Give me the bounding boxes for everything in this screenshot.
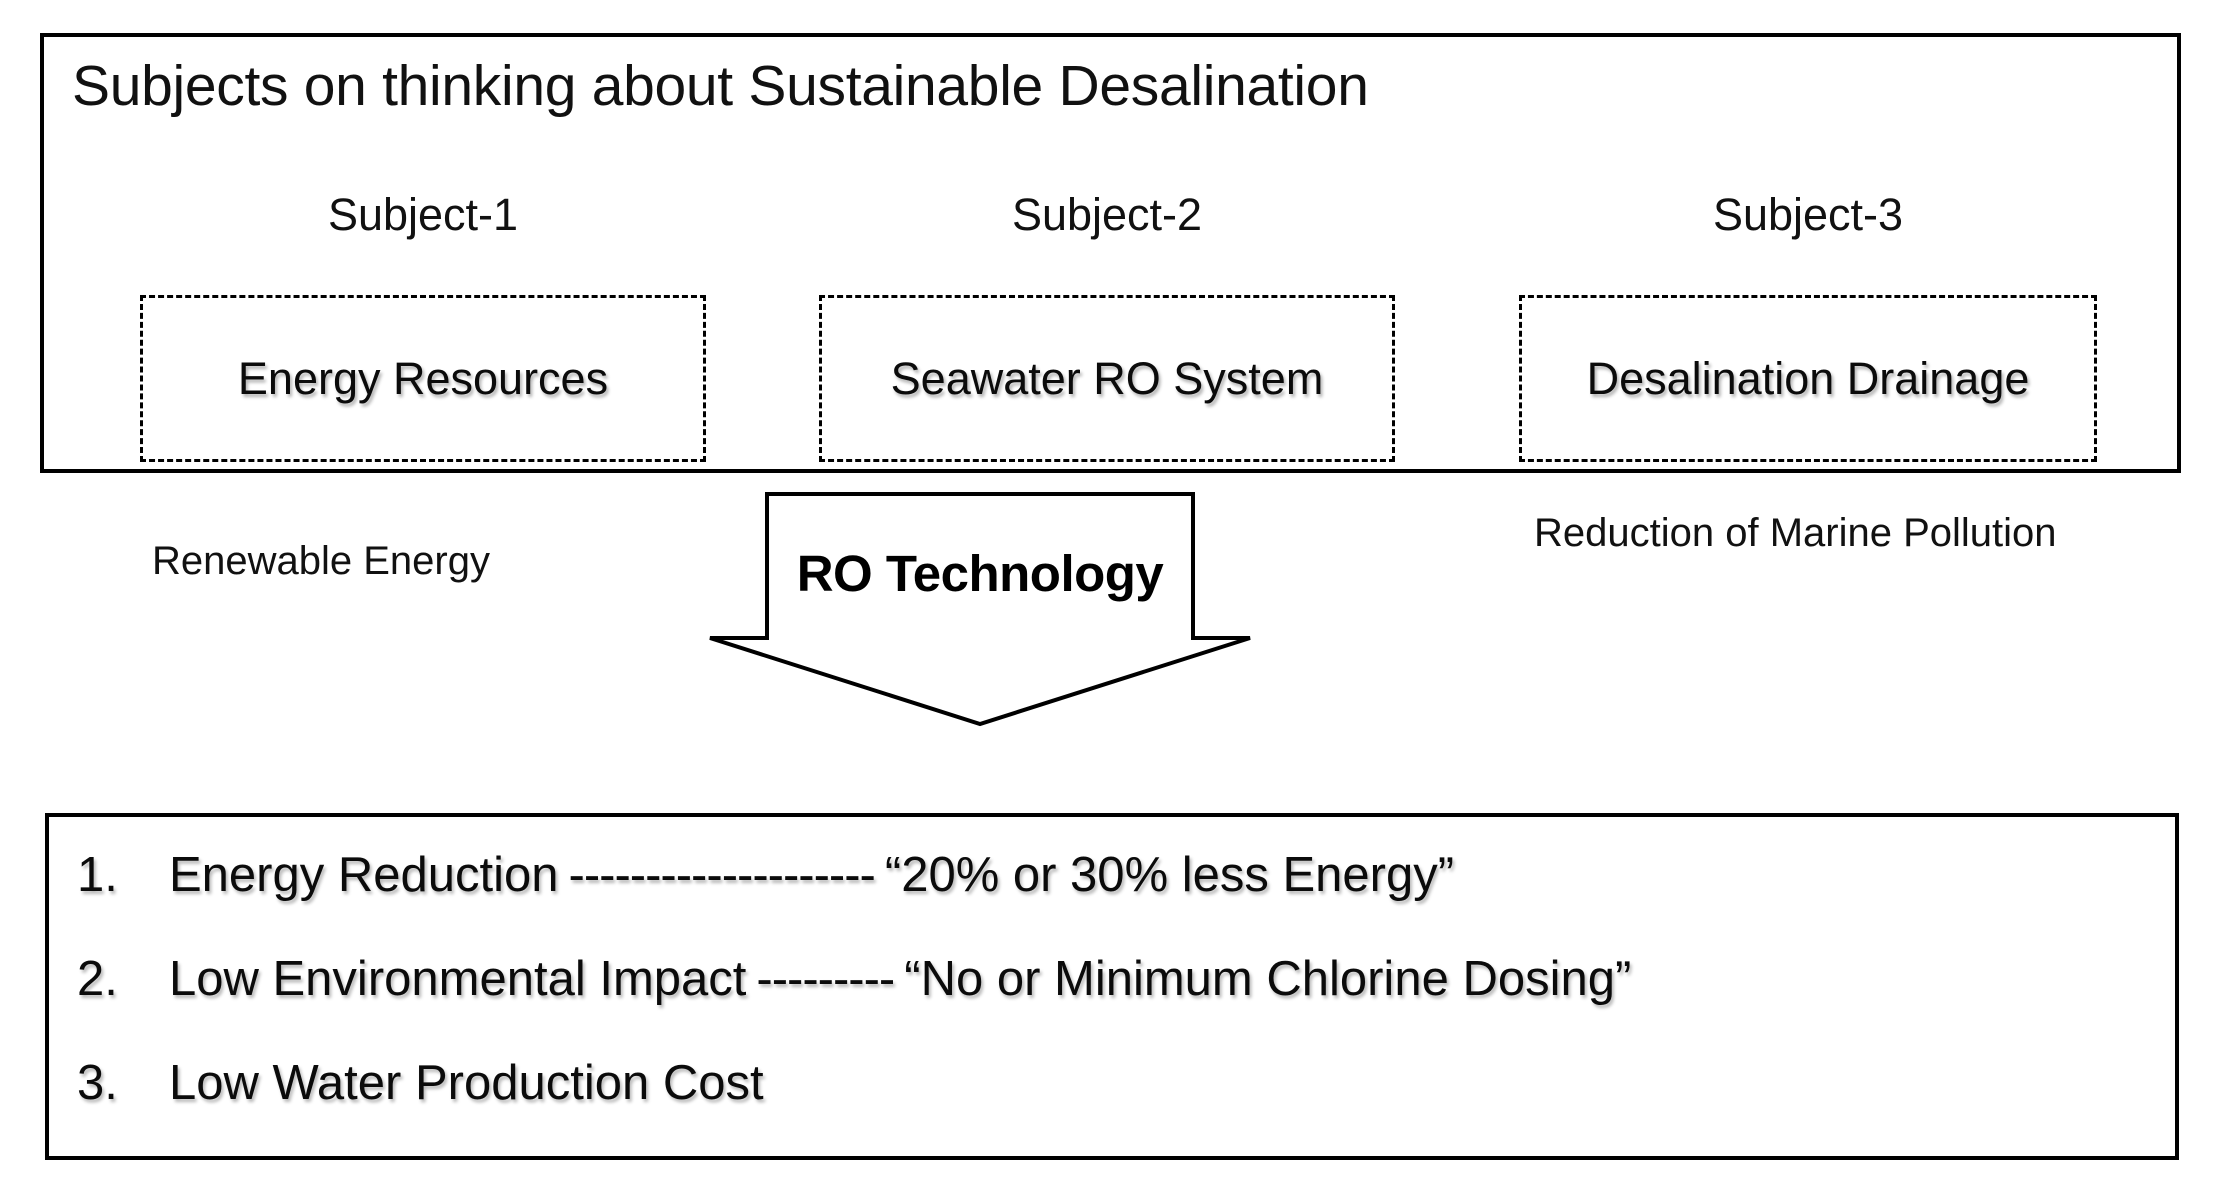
subject-box-2-label: Seawater RO System — [890, 352, 1324, 404]
outcome-list: 1. Energy Reduction --------------------… — [77, 847, 2147, 1159]
outcome-2-dashes: --------- — [756, 952, 895, 1006]
subject-label-1: Subject-1 — [327, 189, 519, 240]
subject-box-desalination-drainage: Desalination Drainage — [1519, 295, 2097, 462]
subjects-panel: Subjects on thinking about Sustainable D… — [40, 33, 2181, 473]
outcome-item-3: 3. Low Water Production Cost — [77, 1055, 2147, 1159]
outcome-3-number: 3. — [77, 1056, 118, 1110]
outcomes-panel: 1. Energy Reduction --------------------… — [45, 813, 2179, 1160]
outcome-3-label: Low Water Production Cost — [169, 1056, 764, 1110]
outcome-item-2: 2. Low Environmental Impact --------- “N… — [77, 951, 2147, 1055]
outcome-1-number: 1. — [77, 848, 118, 902]
outcome-2-label: Low Environmental Impact — [169, 952, 747, 1006]
left-note-renewable-energy: Renewable Energy — [152, 539, 490, 583]
outcome-2-quote: “No or Minimum Chlorine Dosing” — [904, 952, 1632, 1006]
arrow-label: RO Technology — [796, 545, 1164, 602]
outcome-1-dashes: -------------------- — [568, 848, 876, 902]
subject-box-energy-resources: Energy Resources — [140, 295, 706, 462]
subject-label-2: Subject-2 — [1011, 189, 1203, 240]
panel-title: Subjects on thinking about Sustainable D… — [72, 54, 1369, 118]
outcome-2-number: 2. — [77, 952, 118, 1006]
subject-box-1-label: Energy Resources — [237, 352, 609, 404]
subject-box-3-label: Desalination Drainage — [1586, 352, 2030, 404]
subject-label-3: Subject-3 — [1712, 189, 1904, 240]
down-arrow-ro-technology: RO Technology — [705, 490, 1255, 730]
outcome-1-quote: “20% or 30% less Energy” — [884, 848, 1455, 902]
subject-box-seawater-ro-system: Seawater RO System — [819, 295, 1395, 462]
down-arrow-icon — [709, 492, 1251, 727]
right-note-marine-pollution: Reduction of Marine Pollution — [1534, 511, 2057, 555]
outcome-item-1: 1. Energy Reduction --------------------… — [77, 847, 2147, 951]
outcome-1-label: Energy Reduction — [169, 848, 559, 902]
